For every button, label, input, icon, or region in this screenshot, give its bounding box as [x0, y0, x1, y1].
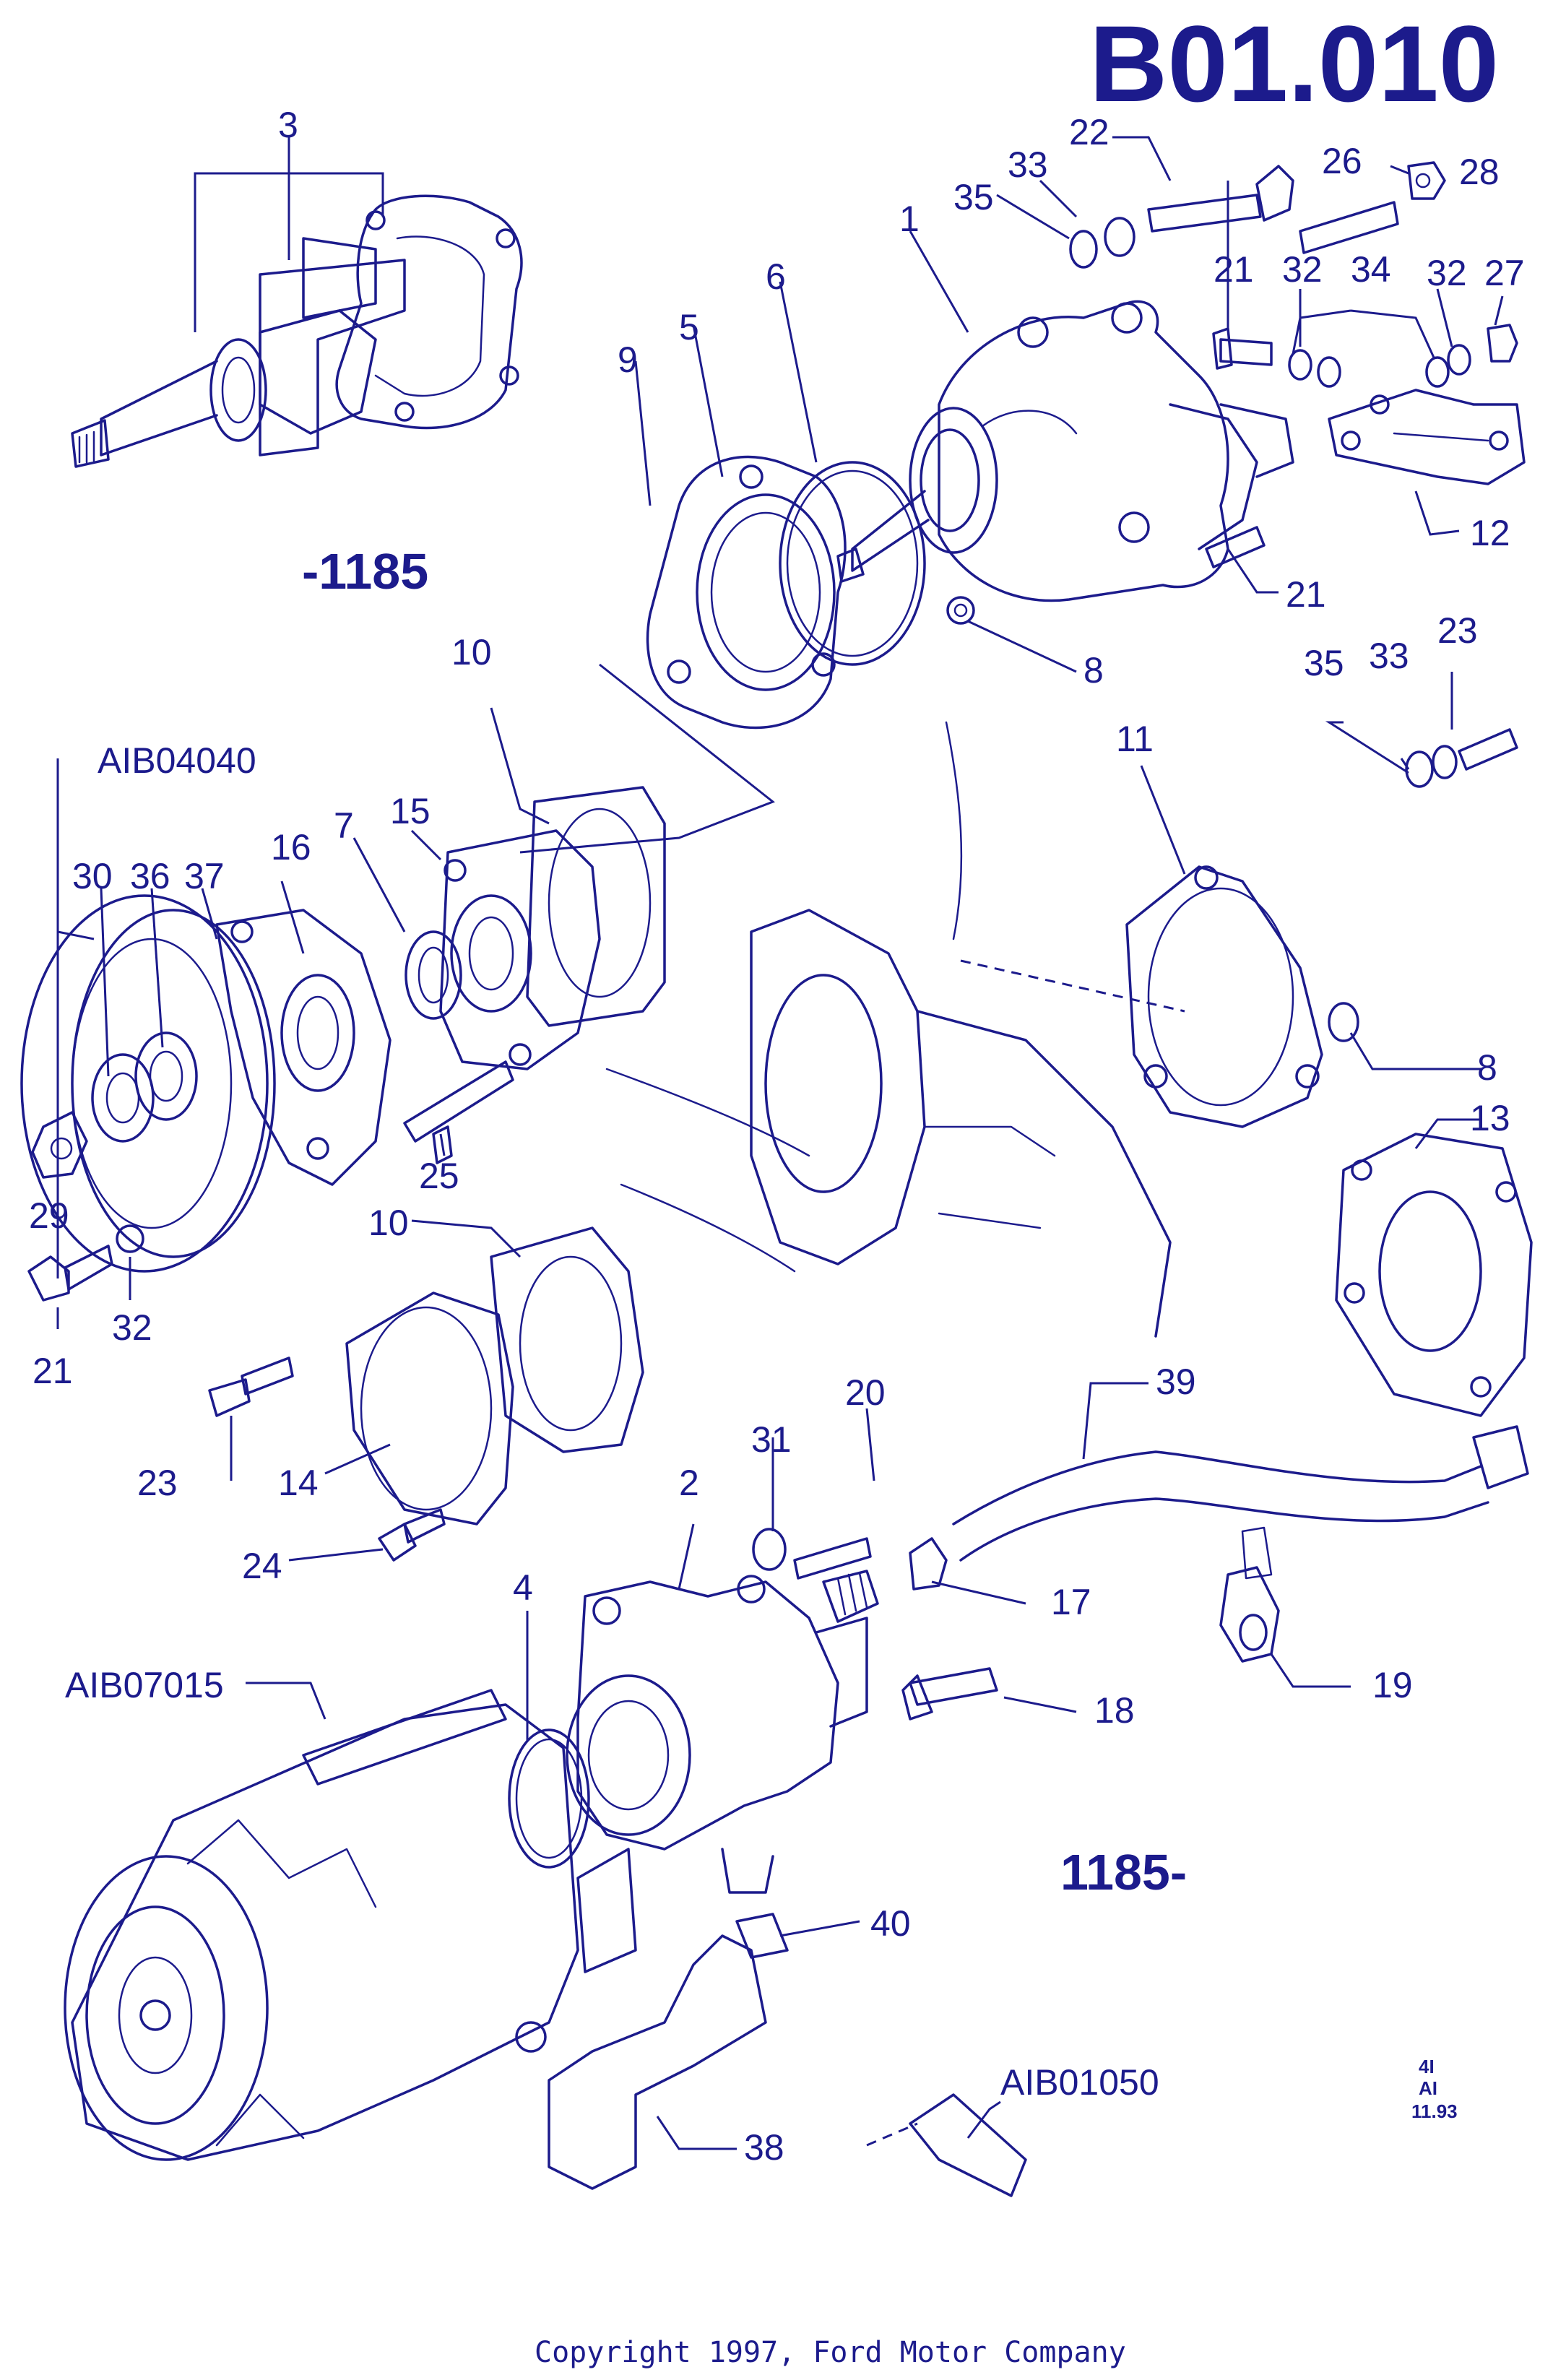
- stamp-line-1: 4I: [1419, 2056, 1435, 2077]
- callout-10-mid: 10: [368, 1203, 409, 1243]
- callout-2: 2: [679, 1463, 699, 1503]
- top-right-fasteners: [1069, 161, 1518, 788]
- callout-26: 26: [1322, 141, 1362, 181]
- fittings-and-union: [752, 1526, 1280, 1721]
- diagram-code: B01.010: [1089, 3, 1499, 124]
- callout-31: 31: [751, 1419, 792, 1460]
- callout-29: 29: [29, 1195, 69, 1236]
- callout-36: 36: [130, 856, 170, 896]
- callout-27: 27: [1484, 253, 1525, 293]
- callout-38: 38: [744, 2127, 784, 2168]
- impeller-shaft-assembly: [71, 194, 523, 468]
- range-label-upto-1185: -1185: [302, 543, 428, 600]
- callout-32-left: 32: [112, 1307, 152, 1348]
- callout-34: 34: [1351, 249, 1391, 290]
- callout-35-top: 35: [953, 177, 994, 217]
- callout-19: 19: [1372, 1665, 1413, 1705]
- callout-30: 30: [72, 856, 113, 896]
- callout-8-mid: 8: [1477, 1047, 1497, 1088]
- callout-10-top: 10: [451, 632, 492, 672]
- blanking-cover-lower: [345, 1226, 644, 1526]
- vacuum-hose-bent: [548, 1913, 1027, 2197]
- callout-33-mid: 33: [1369, 636, 1409, 676]
- callout-7: 7: [334, 805, 354, 846]
- callout-21-left: 21: [33, 1351, 73, 1391]
- vacuum-pump-gasket: [1125, 865, 1359, 1128]
- lower-left-fasteners: [27, 1245, 446, 1562]
- callout-3: 3: [278, 105, 298, 145]
- callout-32-top-a: 32: [1282, 249, 1323, 290]
- reference-aib04040: AIB04040: [98, 740, 256, 781]
- mounting-bracket: [1219, 389, 1526, 485]
- stamp-line-2: AI: [1419, 2077, 1437, 2099]
- alternator: [64, 1689, 637, 2161]
- callout-1: 1: [899, 199, 920, 239]
- callout-16: 16: [271, 827, 311, 867]
- callout-20: 20: [845, 1372, 886, 1413]
- drive-pulley: [20, 894, 276, 1273]
- engine-block-section: [605, 721, 1172, 1338]
- callout-9: 9: [618, 339, 638, 380]
- callout-32-top-b: 32: [1427, 253, 1467, 293]
- o-ring-seal: [508, 1728, 590, 1869]
- callout-28: 28: [1459, 152, 1500, 192]
- callout-leaders: [56, 136, 1504, 2150]
- callout-33-top: 33: [1008, 144, 1048, 185]
- callout-4: 4: [513, 1567, 533, 1608]
- callout-15: 15: [390, 791, 431, 831]
- shaft-seal-and-housing: [403, 829, 601, 1164]
- callout-22: 22: [1069, 112, 1109, 152]
- callout-numbers: 3 1 6 5 9 22 33 35 26 28 21 32 34 32 27 …: [29, 105, 1525, 2168]
- vacuum-hose-long: [952, 1425, 1529, 1562]
- stamp-date: 11.93: [1411, 2100, 1458, 2122]
- housing-gasket: [526, 786, 666, 1027]
- callout-11: 11: [1116, 719, 1154, 759]
- callout-37: 37: [184, 856, 225, 896]
- callout-21-top: 21: [1214, 249, 1254, 290]
- callout-12: 12: [1470, 513, 1510, 553]
- copyright-notice: Copyright 1997, Ford Motor Company: [535, 2336, 1126, 2369]
- range-label-from-1185: 1185-: [1060, 1844, 1187, 1900]
- callout-40: 40: [870, 1903, 911, 1944]
- callout-39: 39: [1156, 1362, 1196, 1402]
- callout-8-top: 8: [1083, 650, 1104, 691]
- callout-23-top: 23: [1437, 610, 1478, 651]
- pulley-hub: [215, 909, 392, 1186]
- callout-17: 17: [1051, 1582, 1091, 1622]
- callout-5: 5: [679, 307, 699, 347]
- callout-24: 24: [242, 1546, 282, 1586]
- callout-21-mid: 21: [1286, 574, 1326, 615]
- blanking-cover-plate: [1335, 1133, 1533, 1417]
- vacuum-pump-1185-on: [566, 1575, 868, 1894]
- reference-aib01050: AIB01050: [1000, 2062, 1159, 2103]
- callout-14: 14: [278, 1463, 319, 1503]
- callout-6: 6: [766, 256, 786, 297]
- vacuum-pump-body: [836, 300, 1258, 625]
- callout-23-left: 23: [137, 1463, 178, 1503]
- pump-gasket-and-seals: [646, 455, 926, 730]
- callout-18: 18: [1094, 1690, 1135, 1731]
- assembly-guide-lines: [519, 663, 1185, 2147]
- callout-25: 25: [419, 1156, 459, 1196]
- callout-13: 13: [1470, 1098, 1510, 1138]
- callout-35-mid: 35: [1304, 643, 1344, 683]
- reference-aib07015: AIB07015: [65, 1665, 224, 1705]
